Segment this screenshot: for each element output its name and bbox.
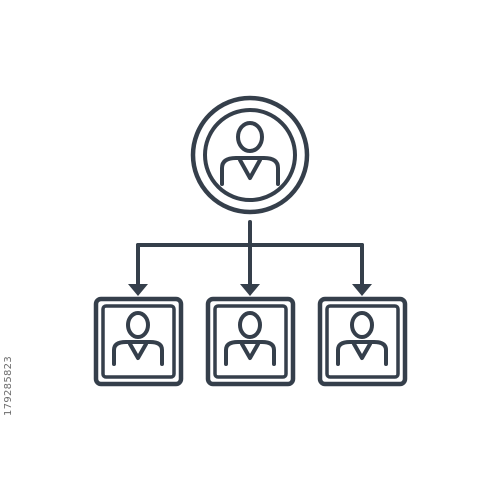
arrow-head-left [128,284,148,296]
subordinate-person-icon [224,311,276,366]
arrowheads [128,284,372,296]
subordinate-node-right [317,296,408,387]
subordinate-frame-outer [317,296,408,387]
arrow-head-right [352,284,372,296]
manager-inner-circle [203,108,297,202]
subordinate-node-left [93,296,184,387]
subordinate-frame-outer [93,296,184,387]
subordinate-person-icon [336,311,388,366]
subordinate-frame-inner [325,304,400,379]
manager-node [190,95,310,215]
subordinate-frame-outer [205,296,296,387]
subordinate-person-icon [112,311,164,366]
connector-lines [136,220,364,290]
stock-id-text: 179285823 [3,356,14,416]
manager-outer-circle [190,95,310,215]
manager-person-icon [220,121,280,186]
arrow-head-center [240,284,260,296]
subordinate-frame-inner [101,304,176,379]
subordinate-node-center [205,296,296,387]
subordinate-frame-inner [213,304,288,379]
